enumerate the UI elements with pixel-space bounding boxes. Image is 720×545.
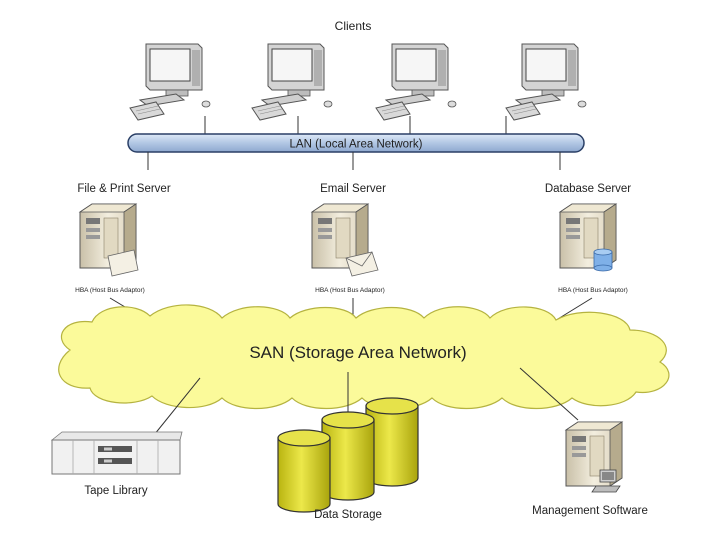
clients-label: Clients (335, 19, 372, 33)
file-print-server-hba-label: HBA (Host Bus Adaptor) (75, 287, 145, 294)
lan-server-connectors (147, 152, 561, 170)
management-laptop-icon (591, 469, 621, 493)
client-computer-1-icon (129, 43, 211, 121)
tape-library-label: Tape Library (84, 485, 148, 497)
email-server-hba-label: HBA (Host Bus Adaptor) (315, 287, 385, 294)
database-server-icon (559, 203, 617, 272)
database-server-hba-label: HBA (Host Bus Adaptor) (558, 287, 628, 294)
email-server-label: Email Server (320, 183, 386, 195)
client-computer-4-icon (505, 43, 587, 121)
san-label: SAN (Storage Area Network) (249, 343, 466, 362)
email-server-icon (311, 203, 379, 277)
client-computer-3-icon (375, 43, 457, 121)
data-storage-icon (277, 397, 419, 513)
tape-library-icon (50, 431, 183, 475)
management-server-icon (565, 421, 623, 493)
client-computer-2-icon (251, 43, 333, 121)
file-print-server-icon (79, 203, 139, 277)
lan-bar (127, 133, 585, 153)
data-storage-label: Data Storage (314, 509, 382, 521)
management-software-label: Management Software (532, 505, 648, 517)
lan-label: LAN (Local Area Network) (290, 139, 423, 151)
file-print-server-label: File & Print Server (77, 183, 170, 195)
database-server-label: Database Server (545, 183, 631, 195)
san-cloud (58, 304, 670, 410)
san-storage-connectors (149, 367, 579, 441)
client-connectors (204, 116, 507, 134)
